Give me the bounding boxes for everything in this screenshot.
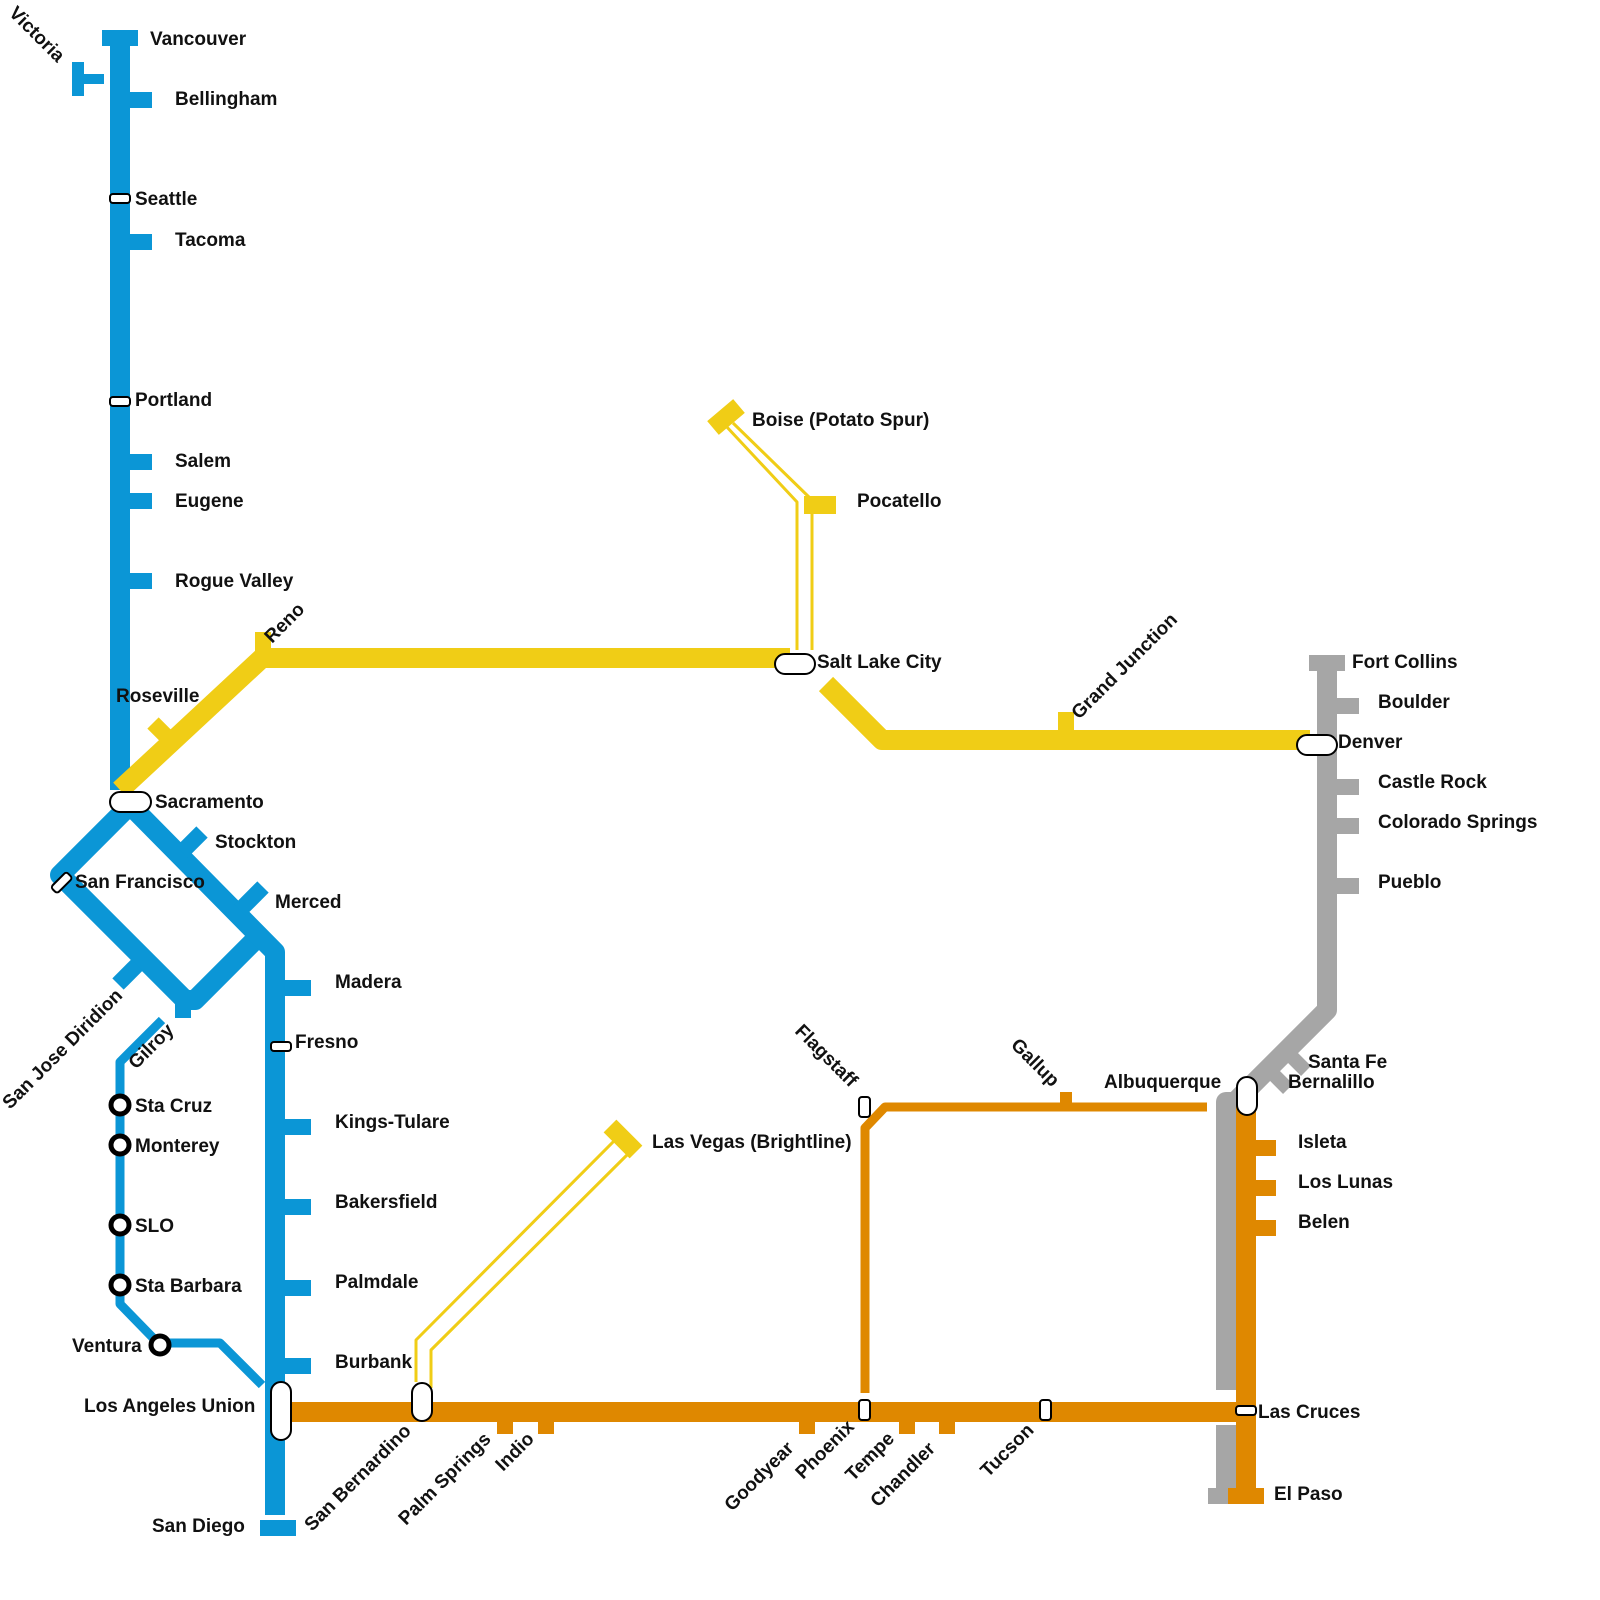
- label-burbank: Burbank: [335, 1352, 413, 1373]
- yellow-line: [113, 399, 1310, 1388]
- station-marker-slo[interactable]: [108, 1213, 132, 1237]
- station-marker-sta-cruz[interactable]: [108, 1093, 132, 1117]
- label-ventura: Ventura: [72, 1336, 142, 1357]
- label-roseville: Roseville: [116, 686, 199, 707]
- label-merced: Merced: [275, 892, 342, 913]
- label-tacoma: Tacoma: [175, 230, 246, 251]
- label-san-diego: San Diego: [152, 1516, 245, 1537]
- label-castle-rock: Castle Rock: [1378, 772, 1487, 793]
- gray-line: [1208, 655, 1359, 1504]
- label-las-vegas: Las Vegas (Brightline): [652, 1132, 852, 1153]
- label-monterey: Monterey: [135, 1136, 220, 1157]
- blue-line: [50, 30, 311, 1536]
- label-santa-fe: Santa Fe: [1308, 1052, 1387, 1073]
- label-colorado-springs: Colorado Springs: [1378, 812, 1537, 833]
- station-marker-san-bernardino[interactable]: [411, 1382, 433, 1422]
- station-marker-sta-barbara[interactable]: [108, 1273, 132, 1297]
- label-flagstaff: Flagstaff: [790, 1021, 861, 1092]
- label-sacramento: Sacramento: [155, 792, 264, 813]
- label-pueblo: Pueblo: [1378, 872, 1441, 893]
- label-bakersfield: Bakersfield: [335, 1192, 437, 1213]
- station-marker-flagstaff[interactable]: [858, 1096, 871, 1118]
- label-eugene: Eugene: [175, 491, 244, 512]
- label-fort-collins: Fort Collins: [1352, 652, 1458, 673]
- label-palm-springs: Palm Springs: [395, 1429, 496, 1530]
- label-slo: SLO: [135, 1216, 174, 1237]
- label-vancouver: Vancouver: [150, 29, 247, 50]
- label-gallup: Gallup: [1006, 1035, 1063, 1092]
- station-marker-las-cruces[interactable]: [1235, 1405, 1257, 1416]
- label-grand-junction: Grand Junction: [1068, 609, 1182, 723]
- label-el-paso: El Paso: [1274, 1484, 1343, 1505]
- label-salt-lake-city: Salt Lake City: [817, 652, 942, 673]
- station-marker-portland[interactable]: [109, 396, 131, 407]
- label-palmdale: Palmdale: [335, 1272, 418, 1293]
- station-marker-monterey[interactable]: [108, 1133, 132, 1157]
- label-victoria: Victoria: [4, 3, 68, 67]
- label-seattle: Seattle: [135, 189, 197, 210]
- label-sta-barbara: Sta Barbara: [135, 1276, 242, 1297]
- label-las-cruces: Las Cruces: [1258, 1402, 1360, 1423]
- station-marker-ventura[interactable]: [148, 1333, 172, 1357]
- label-boise: Boise (Potato Spur): [752, 410, 929, 431]
- station-marker-sacramento[interactable]: [109, 791, 152, 813]
- label-isleta: Isleta: [1298, 1132, 1347, 1153]
- label-san-francisco: San Francisco: [75, 872, 205, 893]
- station-marker-san-francisco[interactable]: [50, 871, 73, 894]
- station-marker-seattle[interactable]: [109, 193, 131, 204]
- station-marker-tucson[interactable]: [1039, 1399, 1052, 1421]
- label-reno: Reno: [261, 599, 309, 647]
- label-goodyear: Goodyear: [721, 1438, 799, 1516]
- label-denver: Denver: [1338, 732, 1403, 753]
- label-tucson: Tucson: [977, 1420, 1039, 1482]
- label-san-jose: San Jose Diridion: [0, 985, 127, 1113]
- label-los-lunas: Los Lunas: [1298, 1172, 1393, 1193]
- orange-line: [285, 1092, 1276, 1504]
- label-bellingham: Bellingham: [175, 89, 277, 110]
- label-salem: Salem: [175, 451, 231, 472]
- label-albuquerque: Albuquerque: [1104, 1072, 1221, 1093]
- station-marker-fresno[interactable]: [270, 1041, 292, 1052]
- label-pocatello: Pocatello: [857, 491, 941, 512]
- label-madera: Madera: [335, 972, 402, 993]
- label-boulder: Boulder: [1378, 692, 1450, 713]
- station-labels: Vancouver Victoria Bellingham Seattle Ta…: [0, 3, 1537, 1537]
- label-belen: Belen: [1298, 1212, 1350, 1233]
- station-marker-albuquerque[interactable]: [1236, 1076, 1258, 1116]
- label-kings-tulare: Kings-Tulare: [335, 1112, 450, 1133]
- station-marker-salt-lake-city[interactable]: [774, 653, 816, 675]
- station-markers: [50, 193, 1338, 1441]
- label-portland: Portland: [135, 390, 212, 411]
- station-marker-los-angeles[interactable]: [270, 1381, 292, 1441]
- label-los-angeles: Los Angeles Union: [84, 1396, 255, 1417]
- label-fresno: Fresno: [295, 1032, 358, 1053]
- label-bernalillo: Bernalillo: [1288, 1072, 1375, 1093]
- label-indio: Indio: [492, 1429, 539, 1476]
- label-rogue-valley: Rogue Valley: [175, 571, 294, 592]
- label-sta-cruz: Sta Cruz: [135, 1096, 212, 1117]
- label-stockton: Stockton: [215, 832, 296, 853]
- station-marker-denver[interactable]: [1296, 734, 1338, 756]
- station-marker-phoenix[interactable]: [858, 1399, 871, 1421]
